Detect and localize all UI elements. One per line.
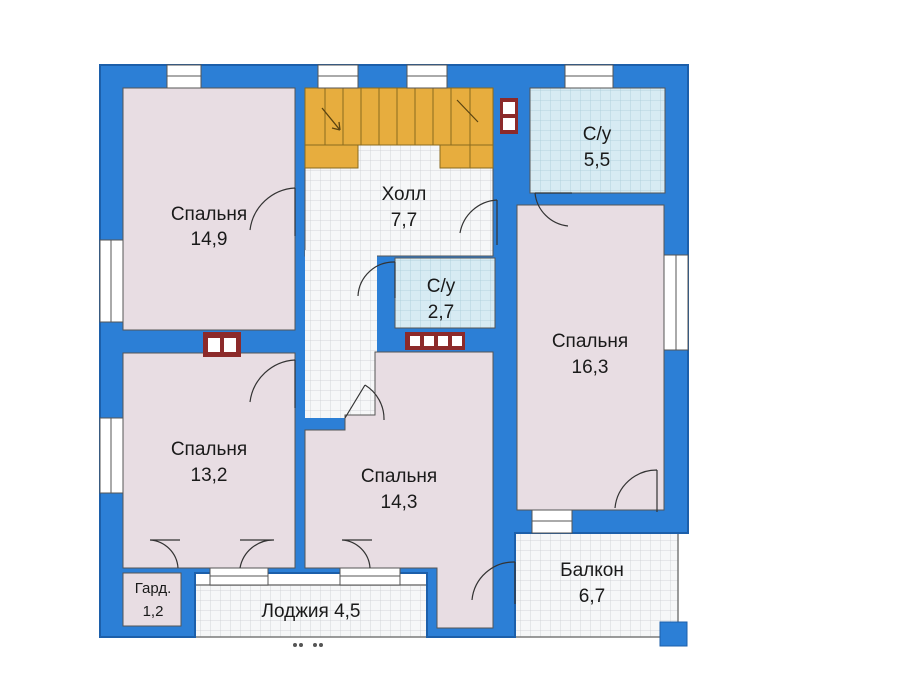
windows	[99, 64, 689, 586]
label-balcony-area: 6,7	[579, 586, 605, 607]
stair-direction-arrow	[321, 107, 341, 131]
label-bedroom-s-area: 14,3	[381, 492, 418, 513]
door-bath-ne	[534, 192, 572, 227]
chimney-ne	[500, 98, 518, 134]
room-bath-ne	[529, 87, 666, 194]
label-bedroom-e-name: Спальня	[552, 331, 628, 352]
label-bath-mid-area: 2,7	[428, 302, 454, 323]
window-s-bedroom-sw	[209, 567, 269, 586]
door-bath-mid	[357, 261, 396, 298]
label-bedroom-sw-area: 13,2	[191, 465, 228, 486]
label-bedroom-s-name: Спальня	[361, 466, 437, 487]
loggia-railing-posts	[293, 643, 323, 647]
staircase	[304, 87, 494, 169]
door-s-loggia	[341, 539, 372, 569]
window-w2	[99, 417, 124, 494]
door-bedroom-nw	[249, 187, 296, 236]
room-bedroom-nw	[122, 87, 296, 331]
room-hall-corridor	[305, 250, 377, 418]
label-hall-name: Холл	[382, 184, 427, 205]
door-balcony	[471, 561, 516, 604]
label-wardrobe-name: Гард.	[135, 580, 172, 597]
label-bath-mid-name: С/у	[427, 276, 456, 297]
door-bedroom-sw	[249, 359, 296, 408]
label-bedroom-sw-name: Спальня	[171, 439, 247, 460]
label-bedroom-nw-area: 14,9	[191, 229, 228, 250]
window-e1	[663, 254, 689, 351]
balcony-corner-post	[659, 621, 688, 647]
window-w1	[99, 239, 124, 323]
label-balcony-name: Балкон	[560, 560, 624, 581]
label-bath-ne-area: 5,5	[584, 150, 610, 171]
label-bedroom-nw-name: Спальня	[171, 204, 247, 225]
label-bath-ne-name: С/у	[583, 124, 612, 145]
label-bedroom-e-area: 16,3	[572, 357, 609, 378]
balcony-floor	[514, 532, 679, 638]
doors	[149, 187, 658, 604]
door-wardrobe	[149, 539, 180, 569]
room-bedroom-e	[516, 204, 665, 511]
window-n2	[317, 64, 359, 89]
door-bedroom-e	[614, 469, 658, 512]
door-sw-loggia	[239, 539, 275, 569]
door-bedroom-s	[344, 384, 385, 421]
door-hall-east	[459, 199, 498, 245]
window-n4	[564, 64, 614, 89]
window-s-bedroom-e	[531, 509, 573, 534]
window-s-bedroom-s	[339, 567, 401, 586]
room-bedroom-sw	[122, 352, 296, 569]
label-wardrobe-area: 1,2	[143, 603, 164, 620]
vent-block-mid	[405, 332, 465, 350]
window-n1	[166, 64, 202, 89]
window-n3	[406, 64, 448, 89]
loggia-floor	[194, 584, 428, 638]
label-hall-area: 7,7	[391, 210, 417, 231]
label-loggia: Лоджия 4,5	[261, 601, 360, 622]
chimney-west	[203, 332, 241, 357]
room-wardrobe	[122, 572, 182, 627]
